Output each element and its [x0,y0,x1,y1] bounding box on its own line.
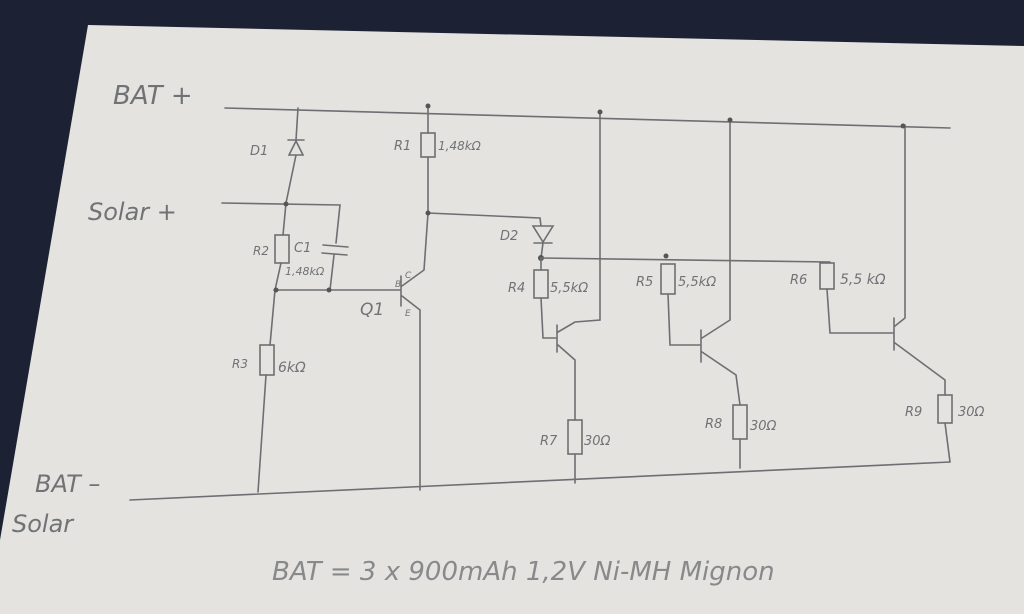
r8-label: R8 [705,417,722,432]
r1-label: R1 [394,139,411,154]
bat-plus-label: BAT + [113,81,193,111]
d2-diode [531,217,555,259]
r9-label: R9 [905,405,922,420]
d2-label: D2 [500,229,518,244]
r5-label: R5 [636,275,653,290]
bat-plus-rail [224,107,951,129]
r6-value: 5,5 kΩ [840,272,886,288]
battery-footnote: BAT = 3 x 900mAh 1,2V Ni-MH Mignon [272,557,775,587]
r2-resistor [274,234,290,264]
bat-minus-label: BAT – [35,470,100,498]
r3-resistor [259,344,275,376]
r8-value: 30Ω [750,419,777,434]
r7-value: 30Ω [584,434,611,449]
q1-pin-e: E [405,309,411,319]
q1-pin-b: B [395,280,401,290]
c1-capacitor [321,204,349,291]
r4-value: 5,5kΩ [550,281,588,296]
r2-label: R2 [253,244,269,258]
q1-pin-c: C [405,271,412,281]
r5-value: 5,5kΩ [678,275,716,290]
q4-transistor [893,124,946,396]
r1-value: 1,48kΩ [438,139,482,153]
r3-value: 6kΩ [278,360,306,376]
solar-minus-label: Solar [12,510,75,538]
q2-transistor [556,111,601,421]
r3-label: R3 [232,357,248,371]
solar-plus-rail [221,202,341,206]
q3-transistor [700,119,741,406]
r7-label: R7 [540,434,558,449]
r2-value: 1,48kΩ [285,265,325,278]
bat-minus-rail [129,461,951,501]
q1-transistor [400,212,429,491]
d1-diode [285,107,305,204]
d1-label: D1 [250,144,268,159]
q1-label: Q1 [360,300,384,320]
solar-plus-label: Solar + [88,198,177,226]
r6-label: R6 [790,273,807,288]
r9-value: 30Ω [958,405,985,420]
paper-sheet [0,25,1024,614]
c1-label: C1 [294,241,311,256]
r4-label: R4 [508,281,525,296]
